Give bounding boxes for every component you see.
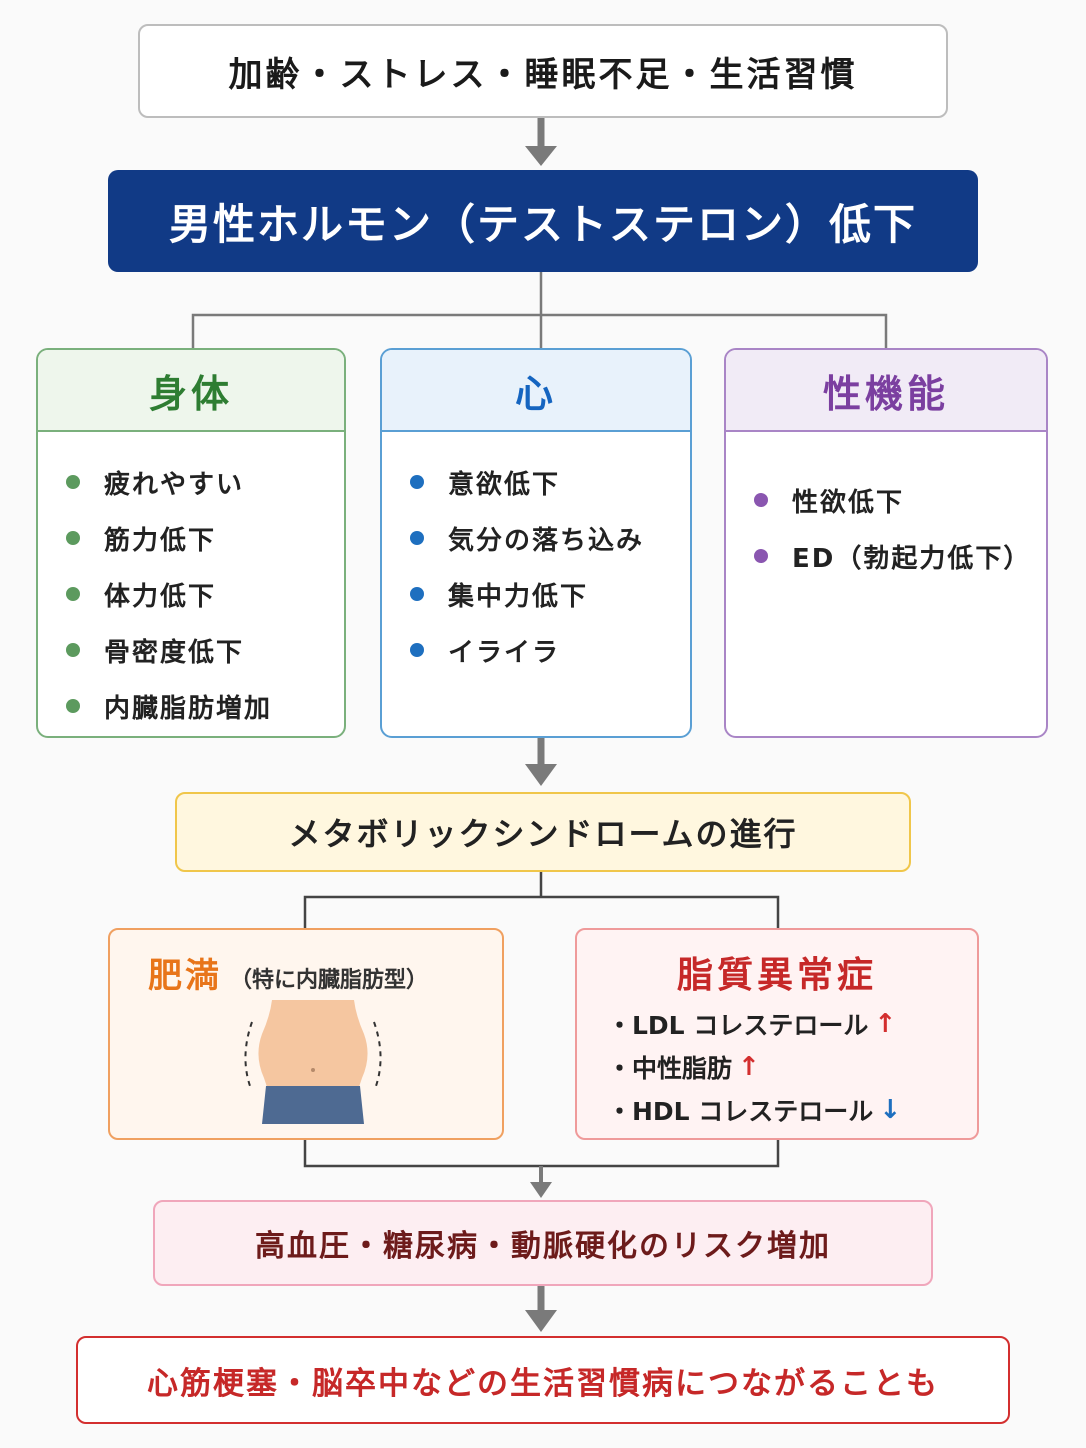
symptom-list: 性欲低下 ED（勃起力低下）	[726, 432, 1046, 584]
list-item: 気分の落ち込み	[410, 510, 690, 566]
list-item: 意欲低下	[410, 454, 690, 510]
category-body: 身体 疲れやすい 筋力低下 体力低下 骨密度低下 内臓脂肪増加	[36, 348, 346, 738]
list-item: ED（勃起力低下）	[754, 528, 1046, 584]
category-sexual-function: 性機能 性欲低下 ED（勃起力低下）	[724, 348, 1048, 738]
lifestyle-disease-box: 心筋梗塞・脳卒中などの生活習慣病につながることも	[76, 1336, 1010, 1424]
bullet-icon	[66, 643, 80, 657]
lipid-list: ・LDL コレステロール ↑ ・中性脂肪 ↑ ・HDL コレステロール ↓	[607, 1002, 901, 1131]
list-item: 体力低下	[66, 566, 344, 622]
arrow-down-icon: ↓	[879, 1094, 902, 1125]
list-item: 骨密度低下	[66, 622, 344, 678]
category-mind: 心 意欲低下 気分の落ち込み 集中力低下 イライラ	[380, 348, 692, 738]
final-text: 心筋梗塞・脳卒中などの生活習慣病につながることも	[147, 1365, 939, 1402]
arrow-up-icon: ↑	[874, 1008, 897, 1039]
belly-icon	[244, 1000, 382, 1124]
bullet-icon	[410, 475, 424, 489]
bullet-icon	[410, 587, 424, 601]
metabolic-syndrome-box: メタボリックシンドロームの進行	[175, 792, 911, 872]
list-item: ・中性脂肪 ↑	[607, 1051, 760, 1083]
cause-text: 加齢・ストレス・睡眠不足・生活習慣	[228, 54, 858, 95]
list-item: 性欲低下	[754, 472, 1046, 528]
dyslipidemia-title: 脂質異常症	[676, 955, 877, 996]
metabolic-text: メタボリックシンドロームの進行	[288, 815, 798, 853]
list-item: イライラ	[410, 622, 690, 678]
list-item: 筋力低下	[66, 510, 344, 566]
dyslipidemia-box: 脂質異常症 ・LDL コレステロール ↑ ・中性脂肪 ↑ ・HDL コレステロー…	[575, 928, 979, 1140]
bullet-icon	[66, 531, 80, 545]
symptom-list: 疲れやすい 筋力低下 体力低下 骨密度低下 内臓脂肪増加	[38, 432, 344, 734]
risk-text: 高血圧・糖尿病・動脈硬化のリスク増加	[255, 1229, 831, 1264]
cause-box: 加齢・ストレス・睡眠不足・生活習慣	[138, 24, 948, 118]
obesity-box: 肥満 （特に内臓脂肪型）	[108, 928, 504, 1140]
bullet-icon	[66, 699, 80, 713]
bullet-icon	[66, 475, 80, 489]
obesity-title: 肥満	[148, 956, 222, 996]
symptom-list: 意欲低下 気分の落ち込み 集中力低下 イライラ	[382, 432, 690, 678]
list-item: ・LDL コレステロール ↑	[607, 1008, 897, 1040]
arrow-up-icon: ↑	[738, 1051, 760, 1082]
bullet-icon	[754, 549, 768, 563]
obesity-heading: 肥満 （特に内臓脂肪型）	[148, 948, 428, 997]
bullet-icon	[754, 493, 768, 507]
main-text: 男性ホルモン（テストステロン）低下	[168, 199, 917, 249]
bullet-icon	[410, 643, 424, 657]
list-item: 内臓脂肪増加	[66, 678, 344, 734]
obesity-subtitle: （特に内臓脂肪型）	[230, 968, 429, 993]
category-title: 性機能	[726, 350, 1046, 432]
bullet-icon	[410, 531, 424, 545]
list-item: ・HDL コレステロール ↓	[607, 1094, 902, 1126]
risk-increase-box: 高血圧・糖尿病・動脈硬化のリスク増加	[153, 1200, 933, 1286]
bullet-icon	[66, 587, 80, 601]
category-title: 心	[382, 350, 690, 432]
category-title: 身体	[38, 350, 344, 432]
testosterone-decline-box: 男性ホルモン（テストステロン）低下	[108, 170, 978, 272]
list-item: 疲れやすい	[66, 454, 344, 510]
list-item: 集中力低下	[410, 566, 690, 622]
